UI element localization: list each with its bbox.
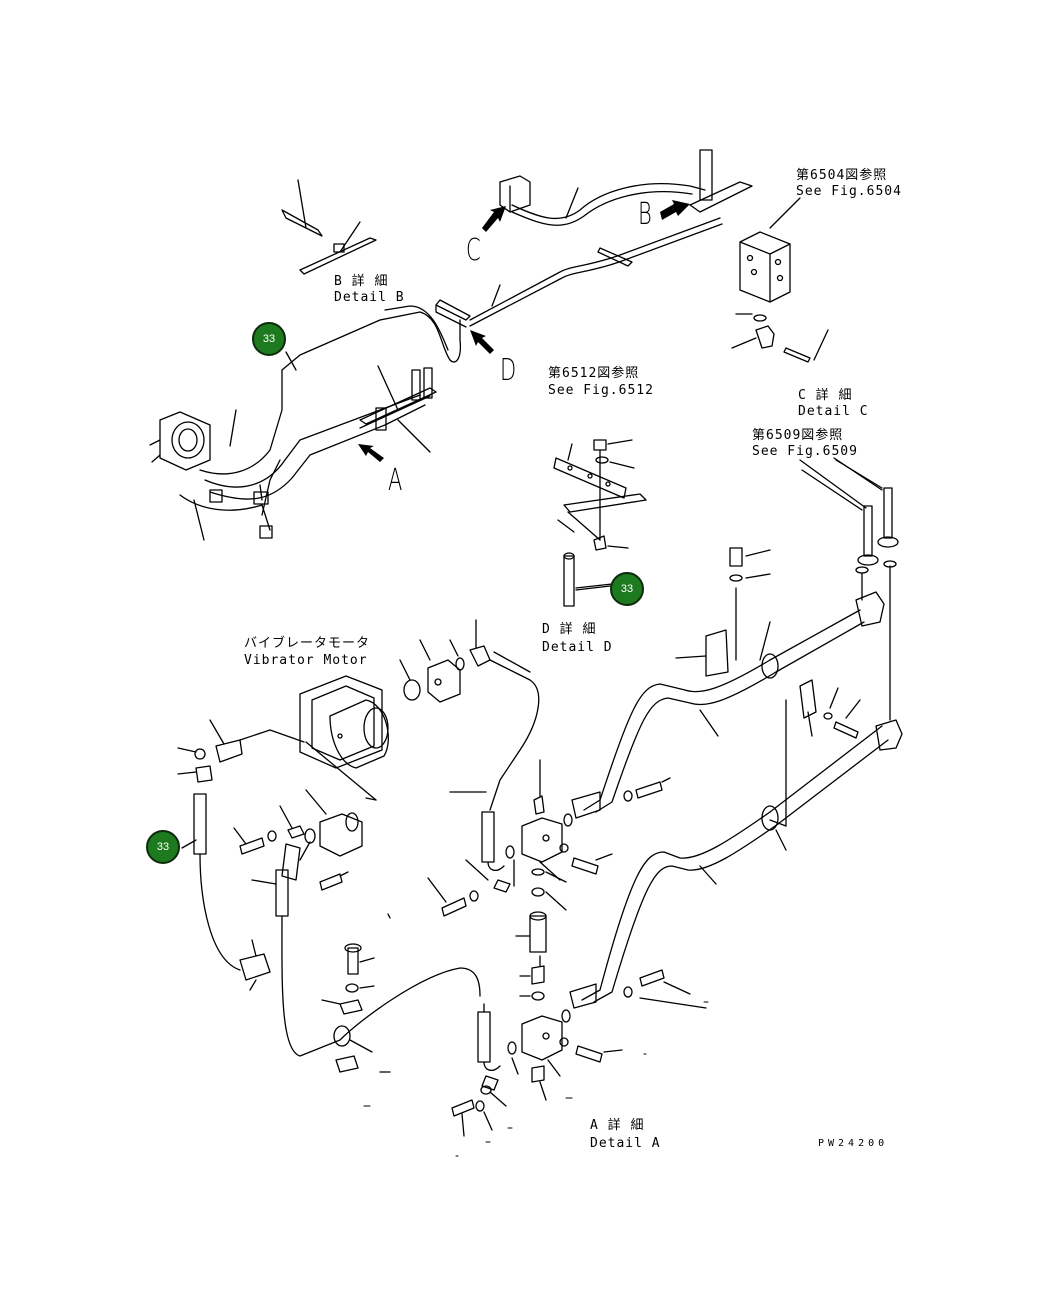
detail-b-en-label: Detail B xyxy=(334,290,405,305)
badge-leaders xyxy=(181,351,611,849)
arrow-c-icon xyxy=(482,206,506,232)
view-letter-c: C xyxy=(466,233,481,268)
view-arrows xyxy=(358,200,690,462)
callout-badge-33-left[interactable]: 33 xyxy=(146,830,180,864)
detail-b-jp-label: B 詳 細 xyxy=(334,274,389,289)
vibrator-motor-en-label: Vibrator Motor xyxy=(244,653,368,668)
right-tube-assembly xyxy=(569,457,903,1009)
see-6504-jp-label[interactable]: 第6504図参照 xyxy=(796,168,888,183)
arrow-d-icon xyxy=(470,330,494,354)
top-pipe-run xyxy=(435,149,753,328)
arrow-b-icon xyxy=(660,200,690,220)
detail-d-jp-label: D 詳 細 xyxy=(542,622,597,637)
detail-a-en-label: Detail A xyxy=(590,1136,661,1151)
reference-arrows xyxy=(799,459,883,509)
view-letter-b: B xyxy=(638,197,652,232)
see-6509-jp-label[interactable]: 第6509図参照 xyxy=(752,428,844,443)
view-letter-a: A xyxy=(388,463,403,498)
callout-badge-33-detail-d[interactable]: 33 xyxy=(610,572,644,606)
drawing-code: PW24200 xyxy=(818,1138,889,1149)
vibrator-motor-jp-label: バイブレータモータ xyxy=(244,636,371,651)
see-6509-en-label[interactable]: See Fig.6509 xyxy=(752,444,858,459)
detail-a-jp-label: A 詳 細 xyxy=(590,1118,645,1133)
leader-dots xyxy=(363,1001,709,1157)
view-letter-d: D xyxy=(500,353,517,388)
upper-hose-assembly xyxy=(149,305,462,541)
see-6512-jp-label[interactable]: 第6512図参照 xyxy=(548,366,640,381)
detail-c-en-label: Detail C xyxy=(798,404,869,419)
callout-badge-33-upper[interactable]: 33 xyxy=(252,322,286,356)
detail-d-parts xyxy=(553,439,647,607)
vibrator-motor xyxy=(269,675,389,801)
detail-c-parts xyxy=(731,197,829,363)
detail-c-jp-label: C 詳 細 xyxy=(798,388,853,403)
see-6504-en-label[interactable]: See Fig.6504 xyxy=(796,184,902,199)
arrow-a-icon xyxy=(358,444,384,462)
detail-d-en-label: Detail D xyxy=(542,640,613,655)
detail-b-parts xyxy=(281,179,377,275)
detail-a-fittings xyxy=(177,619,623,1137)
see-6512-en-label[interactable]: See Fig.6512 xyxy=(548,383,654,398)
